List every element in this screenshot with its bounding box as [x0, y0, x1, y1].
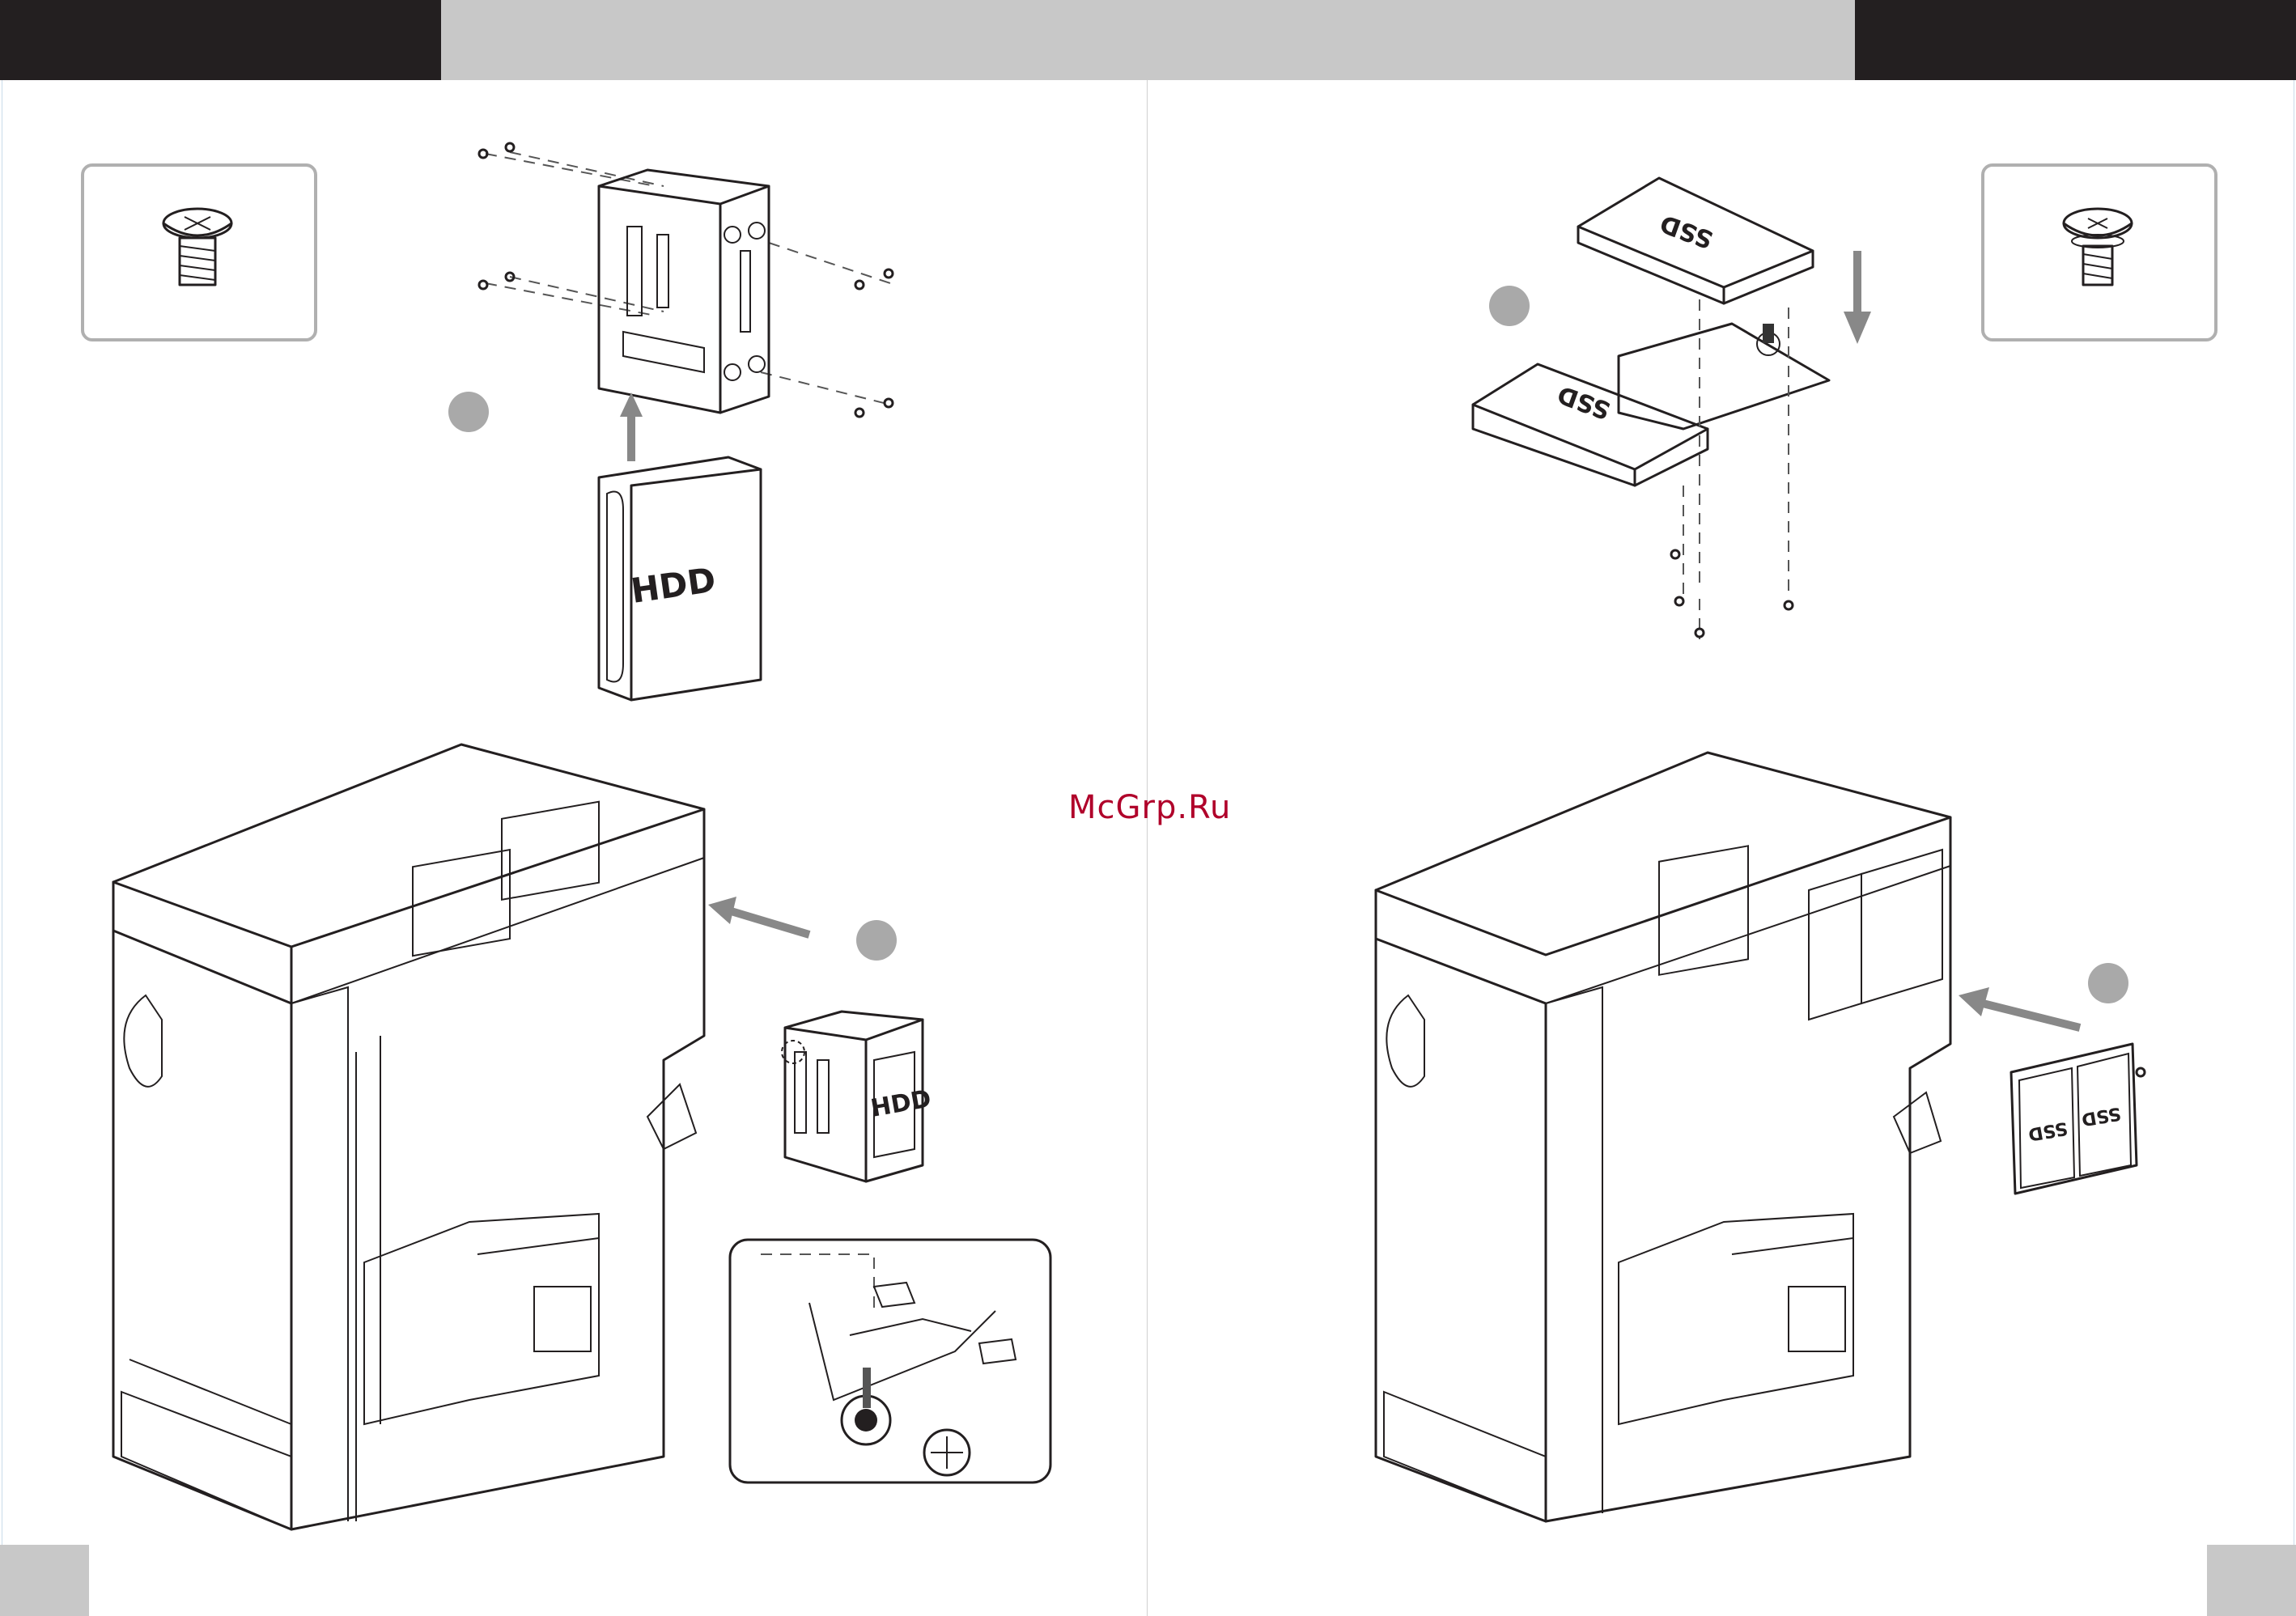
flange-screw-icon [2049, 199, 2146, 304]
hdd-cage-mounted: HDD [777, 995, 955, 1190]
chassis-left [97, 728, 825, 1521]
page-divider [1147, 80, 1148, 1616]
zoom-callout-panel [728, 1238, 1052, 1497]
ssd-label-panel-a: SSD [2027, 1118, 2069, 1144]
screw-box-right [1981, 163, 2217, 341]
cage-install-arrow [704, 890, 850, 955]
watermark: McGrp.Ru [1068, 789, 1231, 826]
step-badge-cage-install [856, 920, 897, 961]
hdd-cage-diagram: HDD [461, 129, 915, 696]
header-center-band [441, 0, 1855, 80]
ssd-label-top: SSD [1657, 209, 1717, 254]
page-tab-right [2207, 1545, 2296, 1616]
bracket-install-arrow [1950, 979, 2096, 1044]
pan-head-screw-icon [149, 199, 246, 304]
header-right-block [1855, 0, 2296, 80]
chassis-right [1360, 736, 2072, 1513]
ssd-label-bracket: SSD [1554, 380, 1615, 425]
header-left-block [0, 0, 441, 80]
ssd-label-panel-b: SSD [2080, 1103, 2123, 1130]
screw-box-left [81, 163, 317, 341]
hdd-label: HDD [629, 560, 719, 611]
page-tab-left [0, 1545, 89, 1616]
ssd-bracket-diagram: SSD SSD [1457, 162, 1878, 664]
ssd-bracket-mounted: SSD SSD [2003, 1036, 2165, 1198]
screw-icon-group [479, 143, 893, 417]
